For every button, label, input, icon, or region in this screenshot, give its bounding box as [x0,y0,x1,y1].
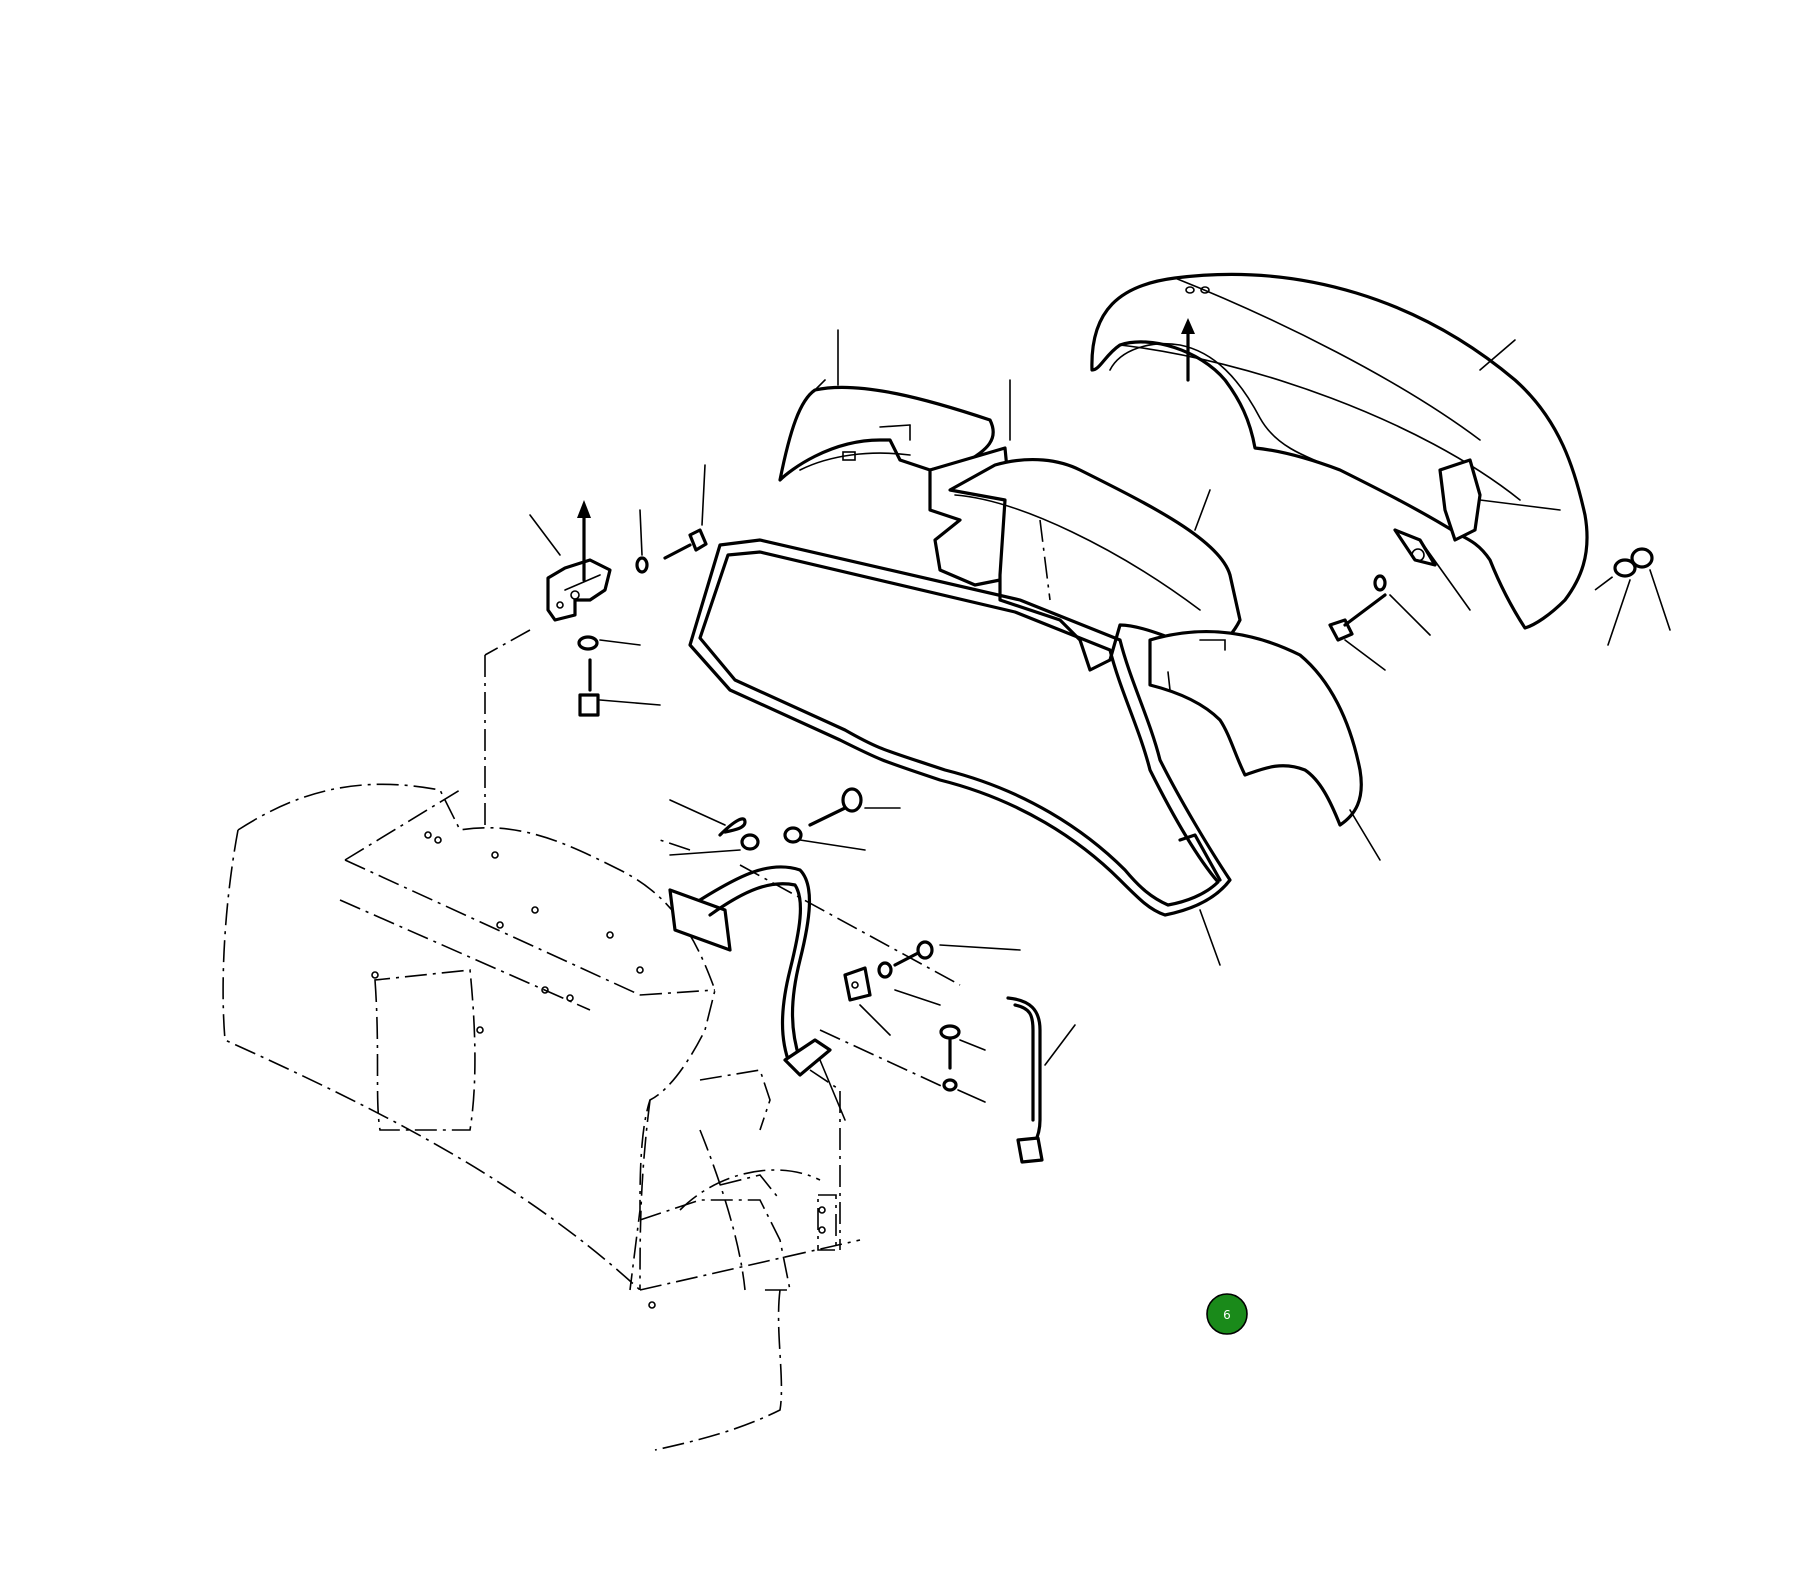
fender-bracket-right[interactable] [1393,458,1482,567]
fender-cap-left[interactable] [778,379,995,482]
bolt-small[interactable] [893,940,934,967]
washer-left[interactable] [577,635,599,651]
bolt-mid[interactable] [808,787,863,827]
hose-pipe[interactable] [1006,996,1044,1164]
up-arrow-right [1181,318,1195,382]
fender-seal-gasket[interactable] [688,538,1232,917]
leader-rear-fender [1479,339,1516,371]
washer-mid-1[interactable] [740,833,760,851]
screw-vertical[interactable] [939,1024,961,1092]
bolt-left-upper[interactable] [635,528,708,574]
washer-small[interactable] [877,961,893,979]
hinge-bracket-left[interactable] [546,558,612,622]
chassis-housing [222,783,861,1451]
cotter-pin[interactable] [718,817,747,837]
nut-washer-far-right[interactable] [1613,547,1654,578]
bolt-right[interactable] [1328,574,1387,642]
grab-handle[interactable] [668,865,832,1077]
hotspot-marker-6[interactable]: 6 [1206,1293,1248,1335]
hose-clip[interactable] [843,966,872,1002]
hotspot-marker-label: 6 [1223,1308,1231,1322]
washer-mid-2[interactable] [783,826,803,844]
bolt-left-vertical[interactable] [578,658,600,717]
rear-fender-panel[interactable] [1090,272,1589,630]
up-arrow-left [577,500,591,582]
fender-body-center[interactable] [928,446,1363,827]
